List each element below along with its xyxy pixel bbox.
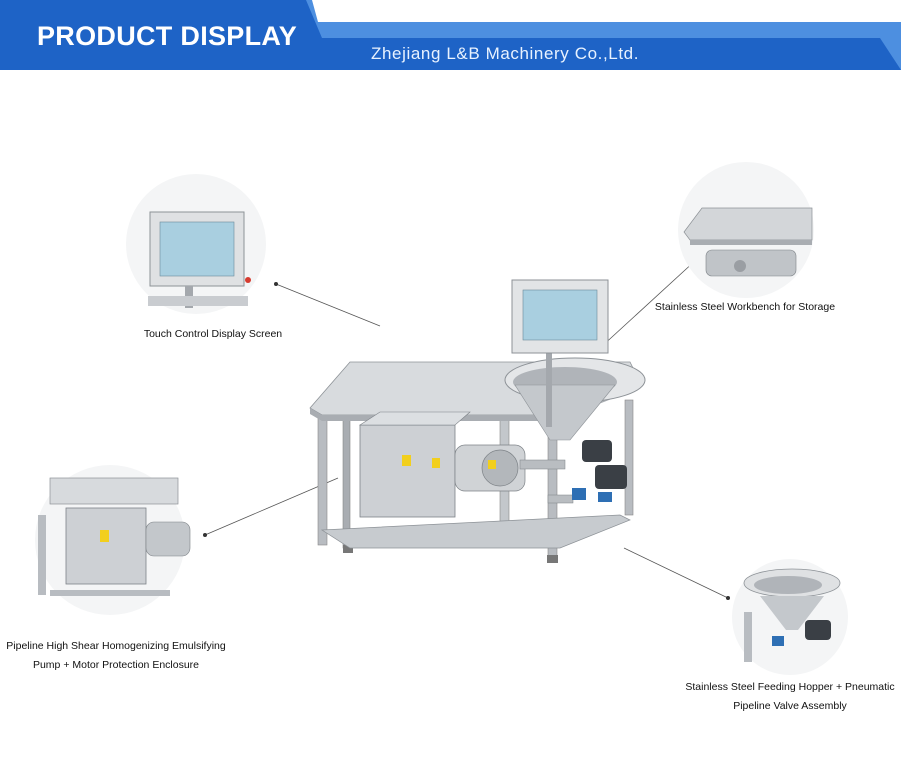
detail-touch-screen: [126, 174, 266, 314]
main-machine: [309, 279, 646, 563]
caption-workbench: Stainless Steel Workbench for Storage: [654, 301, 836, 313]
detail-pump: [35, 465, 191, 615]
detail-hopper: [732, 559, 848, 675]
caption-touch-screen: Touch Control Display Screen: [143, 328, 283, 340]
page-title: PRODUCT DISPLAY: [37, 21, 298, 51]
leader-lines: [204, 259, 729, 599]
caption-hopper-line1: Stainless Steel Feeding Hopper + Pneumat…: [685, 681, 895, 693]
company-name: Zhejiang L&B Machinery Co.,Ltd.: [371, 44, 640, 63]
caption-pump: Pipeline High Shear Homogenizing Emulsif…: [0, 637, 232, 675]
caption-hopper-line2: Pipeline Valve Assembly: [733, 700, 847, 712]
header-banner: PRODUCT DISPLAY Zhejiang L&B Machinery C…: [0, 0, 901, 70]
caption-pump-line1: Pipeline High Shear Homogenizing Emulsif…: [6, 640, 226, 652]
detail-workbench: [678, 162, 814, 298]
caption-pump-line2: Pump + Motor Protection Enclosure: [32, 659, 200, 671]
banner-shape: [0, 0, 901, 70]
caption-hopper: Stainless Steel Feeding Hopper + Pneumat…: [684, 678, 896, 716]
